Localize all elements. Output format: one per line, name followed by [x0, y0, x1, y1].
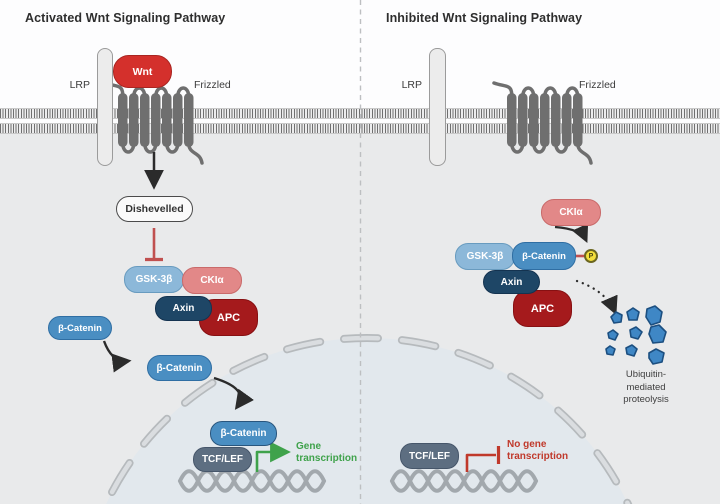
frizzled-label-left: Frizzled: [194, 79, 231, 91]
beta-catenin-nuclear: β-Catenin: [210, 421, 277, 446]
no-gene-transcription-label: No gene transcription: [507, 439, 568, 463]
beta-catenin-complexed: β-Catenin: [512, 242, 576, 270]
lrp-label-left: LRP: [69, 79, 90, 91]
no-gene-transcription-line1: No gene: [507, 439, 547, 450]
gene-transcription-label: Gene transcription: [296, 441, 357, 465]
ubiquitin-proteolysis-label: Ubiquitin- mediated proteolysis: [606, 369, 686, 407]
cki-protein-right: CKIα: [541, 199, 601, 226]
gsk3b-protein-right: GSK-3β: [455, 243, 515, 270]
cki-protein-left: CKIα: [182, 267, 242, 294]
lrp-label-right: LRP: [401, 79, 422, 91]
dna-helix-left: [178, 469, 326, 493]
beta-catenin-nuclear-entry-arrow: [213, 376, 254, 410]
dishevelled-inhibition-bar: [145, 228, 163, 262]
beta-catenin-accumulation-arrow: [102, 340, 132, 373]
proteolysis-dashed-arrow: [575, 279, 618, 316]
frizzled-receptor-left: [103, 81, 204, 165]
gene-transcription-line1: Gene: [296, 441, 322, 452]
protein-fragments: [605, 305, 667, 365]
frizzled-receptor-right: [492, 81, 593, 165]
gsk3b-protein-left: GSK-3β: [124, 266, 184, 293]
phosphate-group: P: [584, 249, 598, 263]
tcf-lef-right: TCF/LEF: [400, 443, 459, 469]
lrp-receptor-left: [97, 48, 113, 166]
tcf-lef-left: TCF/LEF: [193, 447, 252, 472]
wnt-ligand: Wnt: [113, 55, 172, 88]
right-panel-title: Inhibited Wnt Signaling Pathway: [386, 11, 583, 25]
cki-phosphorylation-arrow: [554, 223, 589, 244]
beta-catenin-free: β-Catenin: [48, 316, 112, 340]
gene-transcription-arrow: [255, 441, 291, 472]
dishevelled-protein: Dishevelled: [116, 196, 193, 222]
dna-helix-right: [390, 469, 538, 493]
no-transcription-inhibition-bar: [465, 446, 501, 472]
frizzled-label-right: Frizzled: [579, 79, 616, 91]
no-gene-transcription-line2: transcription: [507, 451, 569, 462]
ubiquitin-proteolysis-line2: mediated: [626, 381, 666, 393]
apc-protein-right: APC: [513, 290, 572, 327]
axin-protein-right: Axin: [483, 270, 540, 294]
ubiquitin-proteolysis-line1: Ubiquitin-: [625, 369, 667, 380]
beta-catenin-cytoplasmic: β-Catenin: [147, 355, 212, 381]
left-panel-title: Activated Wnt Signaling Pathway: [25, 11, 226, 25]
axin-protein-left: Axin: [155, 296, 212, 321]
ubiquitin-proteolysis-line3: proteolysis: [623, 394, 669, 405]
gene-transcription-line2: transcription: [296, 453, 358, 464]
lrp-receptor-right: [429, 48, 446, 166]
